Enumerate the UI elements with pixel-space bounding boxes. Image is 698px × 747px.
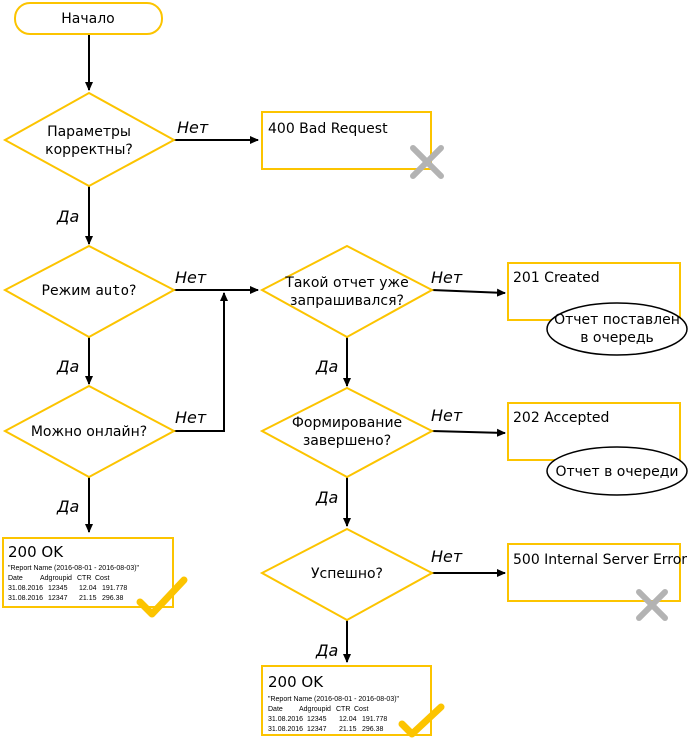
decision-mode-prefix: Режим — [42, 283, 96, 299]
note-queued-line1: Отчет поставлен — [554, 312, 680, 328]
cross-icon — [636, 589, 668, 621]
label-no-mode: Нет — [175, 268, 207, 287]
report-row-cost: 296.38 — [362, 726, 384, 733]
result-ok-final-label: 200 OK — [268, 673, 324, 691]
result-ok-online-label: 200 OK — [8, 543, 64, 561]
result-ok-online: 200 OK "Report Name (2016-08-01 - 2016-0… — [2, 537, 188, 618]
decision-mode: Режим auto? — [2, 244, 177, 339]
report-row-adgroupid: 12345 — [307, 716, 327, 723]
label-no-online: Нет — [175, 408, 207, 427]
report-row-ctr: 21.15 — [339, 726, 357, 733]
decision-forming: Формирование завершено? — [259, 386, 435, 479]
report-title: "Report Name (2016-08-01 - 2016-08-03)" — [8, 565, 140, 572]
report-header-adgroupid: Adgroupid — [40, 575, 72, 582]
label-yes-params: Да — [56, 207, 79, 226]
decision-params: Параметры корректны? — [2, 91, 177, 188]
label-yes-forming: Да — [315, 488, 338, 507]
result-ok-final: 200 OK "Report Name (2016-08-01 - 2016-0… — [261, 665, 445, 738]
result-accepted: 202 Accepted Отчет в очереди — [507, 402, 688, 496]
decision-mode-suffix: ? — [129, 283, 136, 299]
report-header-ctr: CTR — [336, 706, 350, 713]
result-bad-request-label: 400 Bad Request — [268, 121, 388, 137]
note-queued-line2: в очередь — [580, 330, 654, 346]
report-row-cost: 191.778 — [362, 716, 387, 723]
result-created-label: 201 Created — [513, 270, 600, 286]
report-row-date: 31.08.2016 — [8, 595, 43, 602]
decision-online: Можно онлайн? — [2, 384, 177, 479]
report-header-date: Date — [8, 575, 23, 582]
label-yes-requested: Да — [315, 357, 338, 376]
decision-params-line2: корректны? — [45, 142, 133, 158]
decision-success-label: Успешно? — [311, 566, 383, 582]
report-row-cost: 191.778 — [102, 585, 127, 592]
decision-forming-line1: Формирование — [292, 415, 402, 431]
label-no-requested: Нет — [431, 268, 463, 287]
report-row-adgroupid: 12345 — [48, 585, 68, 592]
decision-forming-line2: завершено? — [303, 433, 391, 449]
decision-requested-line2: запрашивался? — [290, 293, 404, 309]
report-row-date: 31.08.2016 — [268, 726, 303, 733]
result-server-error-label: 500 Internal Server Error — [513, 552, 687, 568]
checkmark-icon — [136, 576, 188, 618]
result-bad-request: 400 Bad Request — [261, 111, 444, 179]
report-row-adgroupid: 12347 — [48, 595, 68, 602]
result-server-error: 500 Internal Server Error — [507, 543, 687, 621]
label-no-forming: Нет — [431, 406, 463, 425]
label-yes-success: Да — [315, 641, 338, 660]
decision-mode-code: auto — [95, 283, 129, 299]
decision-requested: Такой отчет уже запрашивался? — [259, 244, 435, 339]
decision-params-line1: Параметры — [47, 124, 131, 140]
branch-labels: Нет Да Нет Да Нет Да Нет Да Нет Да Нет Д… — [56, 118, 463, 660]
arrow-online-to-requested — [174, 292, 228, 432]
report-header-adgroupid: Adgroupid — [299, 706, 331, 713]
note-in-queue: Отчет в очереди — [555, 464, 678, 480]
checkmark-icon — [398, 703, 445, 738]
report-row-date: 31.08.2016 — [8, 585, 43, 592]
start-node: Начало — [14, 2, 163, 35]
label-yes-online: Да — [56, 497, 79, 516]
report-header-cost: Cost — [95, 575, 109, 582]
label-yes-mode: Да — [56, 357, 79, 376]
label-no-success: Нет — [431, 547, 463, 566]
start-label: Начало — [61, 11, 114, 27]
result-created: 201 Created Отчет поставлен в очередь — [507, 262, 688, 356]
report-row-date: 31.08.2016 — [268, 716, 303, 723]
report-row-ctr: 21.15 — [79, 595, 97, 602]
decision-success: Успешно? — [259, 527, 435, 622]
arrow-requested-to-created — [431, 288, 506, 297]
report-title: "Report Name (2016-08-01 - 2016-08-03)" — [268, 696, 400, 703]
connectors — [85, 34, 506, 663]
result-accepted-label: 202 Accepted — [513, 410, 609, 426]
report-row-ctr: 12.04 — [339, 716, 357, 723]
report-header-cost: Cost — [354, 706, 368, 713]
report-header-date: Date — [268, 706, 283, 713]
report-row-ctr: 12.04 — [79, 585, 97, 592]
report-header-ctr: CTR — [77, 575, 91, 582]
report-row-cost: 296.38 — [102, 595, 124, 602]
cross-icon — [410, 145, 444, 179]
decision-mode-label: Режим auto? — [42, 283, 137, 299]
report-row-adgroupid: 12347 — [307, 726, 327, 733]
arrow-forming-to-accepted — [431, 428, 506, 437]
decision-requested-line1: Такой отчет уже — [284, 275, 408, 291]
decision-online-label: Можно онлайн? — [31, 424, 147, 440]
label-no-params: Нет — [177, 118, 209, 137]
